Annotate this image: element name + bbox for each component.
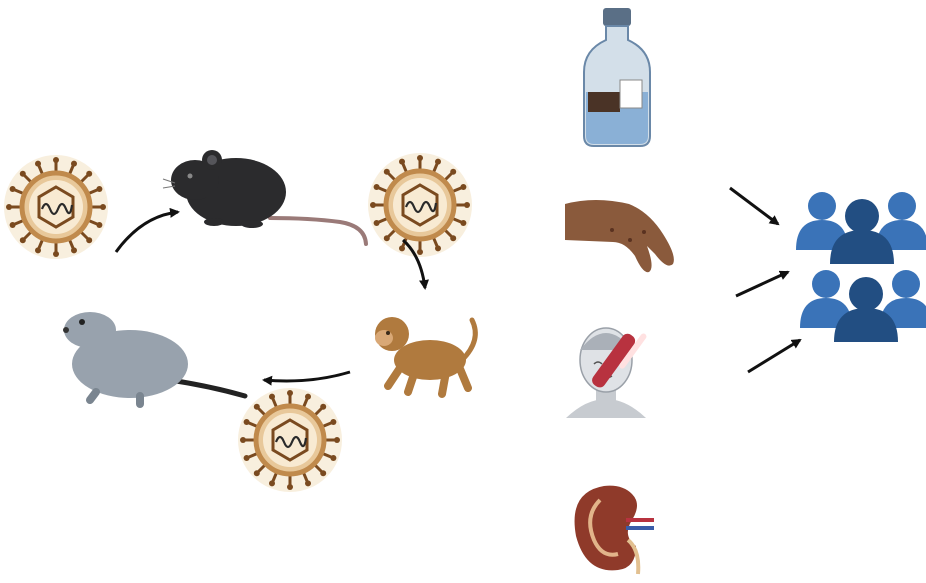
medicine-bottle-icon xyxy=(584,8,650,146)
fever-person-icon xyxy=(566,328,648,418)
arrow-to-people-1 xyxy=(730,188,778,224)
mouse-icon xyxy=(163,150,366,244)
monkey-icon xyxy=(375,317,475,394)
arrow-virus-to-mouse xyxy=(116,212,178,252)
arrow-to-people-2 xyxy=(736,272,788,296)
arrow-to-people-3 xyxy=(748,340,800,372)
people-group-icon xyxy=(796,192,926,264)
virus-icon xyxy=(368,153,472,257)
people-group-icon xyxy=(800,270,926,342)
arrow-monkey-to-prairie-dog xyxy=(264,372,350,381)
virus-icon xyxy=(4,155,108,259)
kidney-icon xyxy=(575,486,654,574)
prairie-dog-icon xyxy=(63,312,245,404)
hand-rash-icon xyxy=(565,200,674,272)
virus-icon xyxy=(238,388,342,492)
